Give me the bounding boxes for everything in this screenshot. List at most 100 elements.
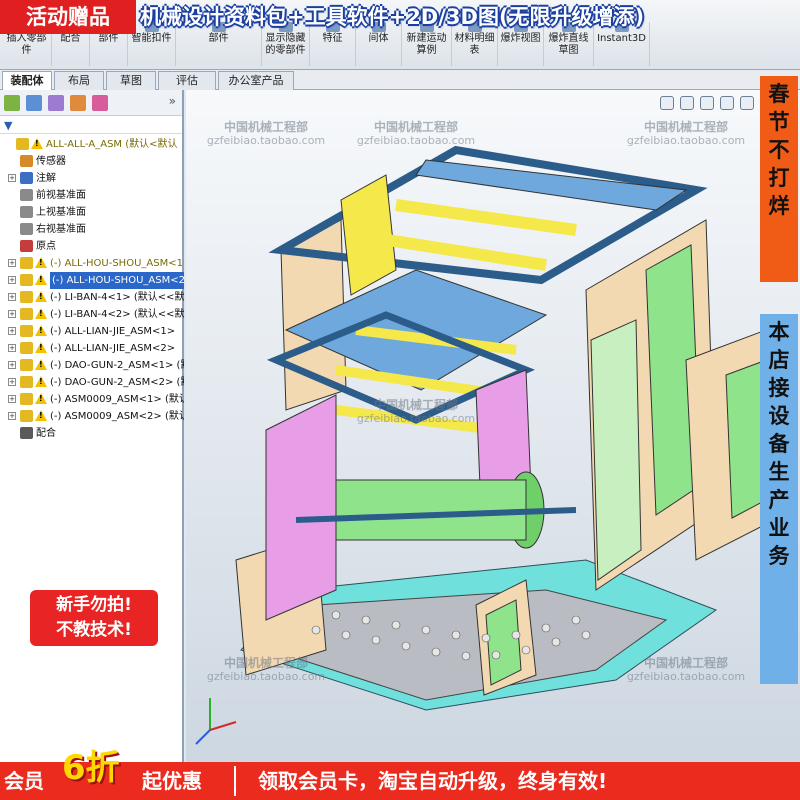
member-promo-bar: 会员 6折 起优惠 领取会员卡，淘宝自动升级，终身有效! (0, 748, 800, 800)
tree-item[interactable]: 前视基准面 (0, 187, 184, 204)
upper-top-frame (268, 145, 708, 285)
filter-icon[interactable]: ▼ (4, 119, 13, 132)
assembly-icon (20, 359, 33, 371)
expand-toggle-icon[interactable]: + (8, 276, 16, 284)
tree-item[interactable]: + (-) ALL-LIAN-JIE_ASM<2> (0, 340, 184, 357)
bom-button[interactable]: 材料明细表 (452, 22, 498, 66)
tree-item[interactable]: 右视基准面 (0, 221, 184, 238)
machine-model[interactable] (186, 90, 800, 770)
exploded-view-icon (513, 22, 528, 32)
feature-button[interactable]: 特征 (310, 22, 356, 66)
expand-toggle-icon[interactable]: + (8, 259, 16, 267)
feature-icon (325, 22, 340, 32)
dimxpert-tab-icon[interactable] (70, 95, 86, 111)
component-button[interactable]: 部件 (90, 22, 128, 66)
section-view-icon[interactable] (720, 96, 734, 110)
expand-toggle-icon[interactable]: + (8, 327, 16, 335)
tree-item[interactable]: +(-) DAO-GUN-2_ASM<1> (默 (0, 357, 184, 374)
warning-icon (35, 274, 47, 285)
newbie-warning-badge: 新手勿拍! 不教技术! (30, 590, 158, 646)
tree-item[interactable]: +(-) ASM0009_ASM<1> (默认 (0, 391, 184, 408)
tree-item[interactable]: ALL-ALL-A_ASM (默认<默认 (0, 136, 184, 153)
tree-item[interactable]: 原点 (0, 238, 184, 255)
tree-item[interactable]: +(-) DAO-GUN-2_ASM<2> (默 (0, 374, 184, 391)
tree-item-label: 上视基准面 (36, 207, 86, 218)
sensor-icon (20, 155, 33, 167)
tree-item[interactable]: +(-) LI-BAN-4<1> (默认<<默 (0, 289, 184, 306)
coordinate-triad (195, 698, 237, 745)
insert-component-button[interactable]: 插入零部件 (2, 22, 52, 66)
assembly-icon (20, 291, 33, 303)
tree-item-label: (-) ALL-LIAN-JIE_ASM<2> (50, 343, 176, 354)
expand-toggle-icon[interactable]: + (8, 412, 16, 420)
new-motion-study-button[interactable]: 新建运动算例 (402, 22, 452, 66)
tree-item-label: 注解 (36, 173, 56, 184)
warning-icon (35, 342, 47, 353)
tab-sketch[interactable]: 草图 (106, 71, 156, 90)
motion-study-icon (419, 22, 434, 32)
property-manager-tab-icon[interactable] (26, 95, 42, 111)
roller-2 (355, 229, 547, 271)
plane-icon (20, 206, 33, 218)
tree-item-label: 右视基准面 (36, 224, 86, 235)
interference-button[interactable]: 间体 (356, 22, 402, 66)
configuration-tab-icon[interactable] (48, 95, 64, 111)
expand-toggle-icon[interactable]: + (8, 395, 16, 403)
tree-item-label: (-) ALL-HOU-SHOU_ASM<2 (50, 272, 184, 289)
display-manager-tab-icon[interactable] (92, 95, 108, 111)
tab-layout[interactable]: 布局 (54, 71, 104, 90)
tree-item[interactable]: 传感器 (0, 153, 184, 170)
tree-item[interactable]: 上视基准面 (0, 204, 184, 221)
assembly-icon (20, 393, 33, 405)
tree-item[interactable]: +(-) ASM0009_ASM<2> (默认 (0, 408, 184, 425)
expand-toggle-icon[interactable]: + (8, 174, 16, 182)
tree-item[interactable]: + (-) ALL-HOU-SHOU_ASM<1> (0, 255, 184, 272)
command-tabs: 装配体 布局 草图 评估 办公室产品 (0, 70, 800, 90)
command-ribbon: 插入零部件 配合 部件 智能扣件 部件 显示隐藏的零部件 特征 间体 新建运动算… (0, 0, 800, 70)
insert-component-icon (19, 22, 34, 32)
panel-expand-icon[interactable]: » (168, 94, 176, 108)
tree-item[interactable]: + 注解 (0, 170, 184, 187)
expand-toggle-icon[interactable]: + (8, 344, 16, 352)
assembly-icon (20, 308, 33, 320)
show-hidden-button[interactable]: 显示隐藏的零部件 (262, 22, 310, 66)
component-pattern-button[interactable]: 部件 (176, 22, 262, 66)
tree-item[interactable]: + (-) LI-BAN-4<2> (默认<<默 (0, 306, 184, 323)
tree-item[interactable]: + (-) ALL-HOU-SHOU_ASM<2 (0, 272, 184, 289)
tab-office-products[interactable]: 办公室产品 (218, 71, 294, 90)
expand-toggle-icon[interactable]: + (8, 378, 16, 386)
tree-item[interactable]: 配合 (0, 425, 184, 442)
instant3d-button[interactable]: Instant3D (594, 22, 650, 66)
tab-assembly[interactable]: 装配体 (2, 71, 52, 90)
explode-line-icon (561, 22, 576, 32)
tree-item-label: (-) ALL-HOU-SHOU_ASM<1> (50, 258, 184, 269)
expand-toggle-icon[interactable]: + (8, 310, 16, 318)
tree-item-label: (-) LI-BAN-4<2> (默认<<默 (50, 309, 184, 320)
view-orientation-icon[interactable] (740, 96, 754, 110)
exploded-view-button[interactable]: 爆炸视图 (498, 22, 544, 66)
smart-fastener-button[interactable]: 智能扣件 (128, 22, 176, 66)
mates-icon (20, 427, 33, 439)
tab-evaluate[interactable]: 评估 (158, 71, 216, 90)
roller-1 (395, 199, 577, 236)
explode-line-sketch-button[interactable]: 爆炸直线草图 (544, 22, 594, 66)
assembly-icon (16, 138, 29, 150)
member-message: 领取会员卡，淘宝自动升级，终身有效! (258, 769, 608, 793)
tree-item[interactable]: +(-) ALL-LIAN-JIE_ASM<1> (0, 323, 184, 340)
filter-row: ▼ (0, 116, 182, 134)
assembly-icon (20, 410, 33, 422)
mate-button[interactable]: 配合 (52, 22, 90, 66)
expand-toggle-icon[interactable]: + (8, 361, 16, 369)
previous-view-icon[interactable] (700, 96, 714, 110)
zoom-area-icon[interactable] (680, 96, 694, 110)
feature-tree-tab-icon[interactable] (4, 95, 20, 111)
roller-3 (355, 325, 517, 355)
expand-toggle-icon[interactable]: + (8, 293, 16, 301)
mesh-floor (311, 610, 591, 661)
zoom-to-fit-icon[interactable] (660, 96, 674, 110)
